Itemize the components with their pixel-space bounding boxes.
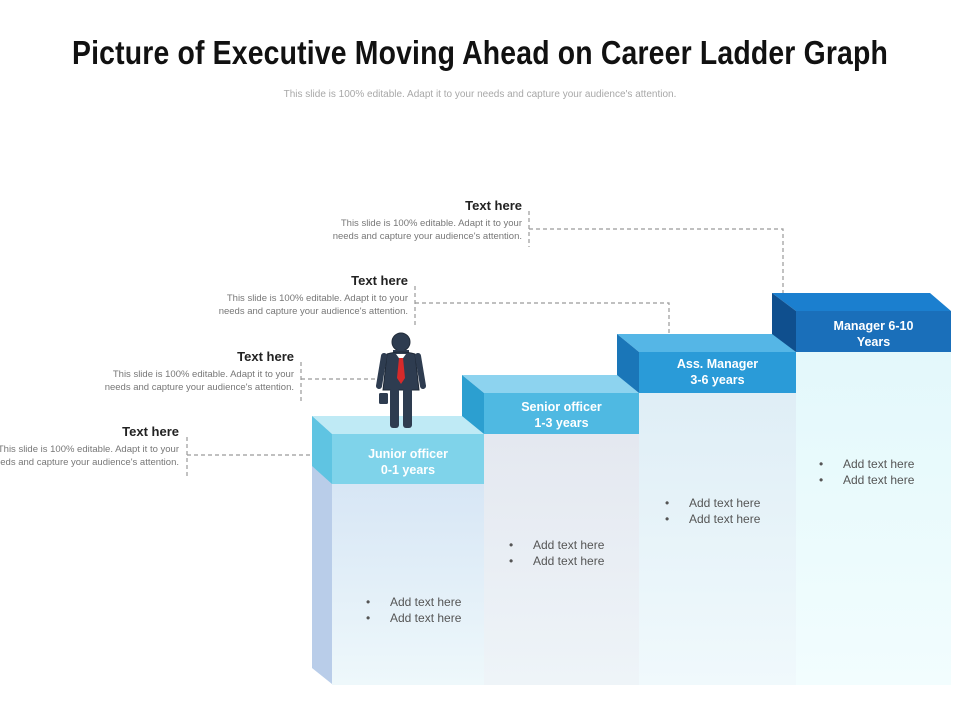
step4-title: Manager 6-10 (833, 319, 914, 333)
step3-label-side (617, 334, 639, 393)
step2-top-face (462, 375, 639, 393)
step2-front-body (484, 434, 639, 685)
step2-title: Senior officer (521, 400, 602, 414)
connector-4 (528, 211, 784, 295)
step1-years: 0-1 years (380, 463, 436, 477)
step1-label-side (312, 416, 332, 484)
step-manager (772, 293, 951, 685)
step2-bullets: •Add text here •Add text here (509, 537, 604, 569)
step4-top-face (772, 293, 951, 311)
connector-2 (300, 362, 382, 403)
step2-label-front (484, 393, 639, 434)
step-junior-officer (312, 416, 484, 685)
step3-title: Ass. Manager (676, 357, 759, 371)
connector-lines (186, 211, 784, 479)
note-2-body: This slide is 100% editable. Adapt it to… (104, 369, 294, 393)
list-item: •Add text here (509, 538, 605, 552)
step4-label-front (796, 311, 951, 352)
step3-label-front (639, 352, 796, 393)
page-title: Picture of Executive Moving Ahead on Car… (71, 34, 889, 71)
step2-label-side (462, 375, 484, 434)
page-subtitle: This slide is 100% editable. Adapt it to… (283, 89, 677, 100)
step2-years: 1-3 years (534, 416, 589, 430)
step3-top-face (617, 334, 796, 352)
note-3: Text here This slide is 100% editable. A… (216, 273, 408, 318)
step4-label-side (772, 293, 796, 352)
step1-side-face (312, 416, 332, 684)
list-item: •Add text here (366, 595, 462, 609)
connector-3 (414, 286, 670, 336)
note-3-heading: Text here (351, 273, 408, 288)
step1-title: Junior officer (368, 447, 448, 461)
step1-label: Junior officer 0-1 years (332, 446, 484, 478)
note-1-body: This slide is 100% editable. Adapt it to… (0, 444, 179, 468)
list-item: •Add text here (819, 457, 915, 471)
step-ass-manager (617, 334, 796, 685)
step4-years: Years (856, 335, 891, 349)
step4-label: Manager 6-10 Years (796, 318, 951, 350)
step4-bullets: •Add text here •Add text here (819, 456, 914, 488)
businessman-icon (376, 332, 426, 428)
step3-front-body (639, 393, 796, 685)
briefcase-icon (379, 393, 388, 404)
step4-front-body (796, 352, 951, 685)
note-3-body: This slide is 100% editable. Adapt it to… (218, 293, 408, 317)
note-4-body: This slide is 100% editable. Adapt it to… (332, 218, 522, 242)
note-4-heading: Text here (465, 198, 522, 213)
note-2-heading: Text here (237, 349, 294, 364)
note-1-heading: Text here (122, 424, 179, 439)
step1-front-body (332, 484, 484, 685)
step1-bullets: •Add text here •Add text here (366, 594, 461, 626)
step2-label: Senior officer 1-3 years (484, 399, 639, 431)
connector-1 (186, 437, 312, 479)
note-2: Text here This slide is 100% editable. A… (102, 349, 294, 394)
list-item: •Add text here (665, 512, 761, 526)
step3-label: Ass. Manager 3-6 years (639, 356, 796, 388)
note-1: Text here This slide is 100% editable. A… (0, 424, 179, 469)
tie-icon (397, 358, 405, 384)
list-item: •Add text here (366, 611, 462, 625)
list-item: •Add text here (509, 554, 605, 568)
step-senior-officer (462, 375, 639, 685)
list-item: •Add text here (665, 496, 761, 510)
note-4: Text here This slide is 100% editable. A… (330, 198, 522, 243)
step3-years: 3-6 years (690, 373, 745, 387)
step3-bullets: •Add text here •Add text here (665, 495, 760, 527)
step1-label-front (332, 434, 484, 484)
list-item: •Add text here (819, 473, 915, 487)
